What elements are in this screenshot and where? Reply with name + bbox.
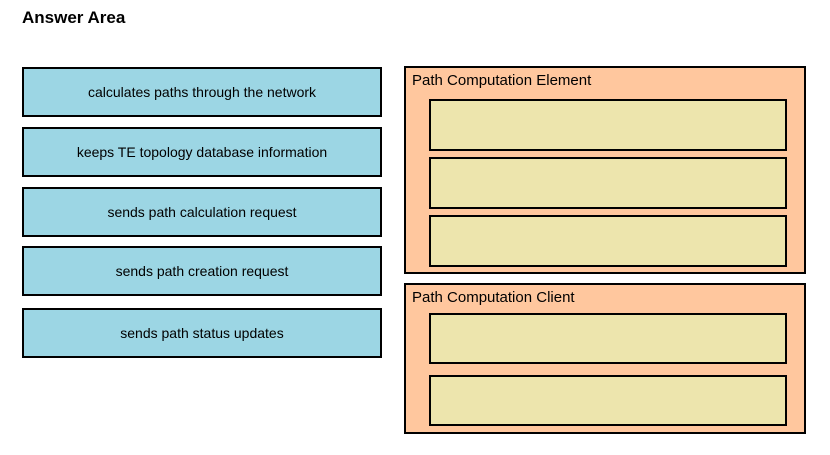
drag-option-label: sends path calculation request xyxy=(107,204,297,220)
drop-slot-pce-1[interactable] xyxy=(429,99,787,151)
drop-slot-pcc-1[interactable] xyxy=(429,313,787,364)
drag-option-sends-path-status-updates[interactable]: sends path status updates xyxy=(22,308,382,358)
drag-option-sends-path-calculation-request[interactable]: sends path calculation request xyxy=(22,187,382,237)
drag-option-label: calculates paths through the network xyxy=(87,84,317,100)
drop-slot-pcc-2[interactable] xyxy=(429,375,787,426)
drop-slot-pce-3[interactable] xyxy=(429,215,787,267)
drag-option-sends-path-creation-request[interactable]: sends path creation request xyxy=(22,246,382,296)
drop-group-path-computation-element: Path Computation Element xyxy=(404,66,806,274)
drag-option-keeps-te-topology[interactable]: keeps TE topology database information xyxy=(22,127,382,177)
drag-option-label: sends path creation request xyxy=(115,263,289,279)
drag-option-label: sends path status updates xyxy=(120,325,284,341)
drop-group-title: Path Computation Client xyxy=(412,289,575,306)
drag-option-label: keeps TE topology database information xyxy=(76,144,328,160)
drop-group-title: Path Computation Element xyxy=(412,72,592,89)
drop-group-path-computation-client: Path Computation Client xyxy=(404,283,806,434)
page-title: Answer Area xyxy=(22,8,126,27)
drag-option-calculates-paths[interactable]: calculates paths through the network xyxy=(22,67,382,117)
drop-slot-pce-2[interactable] xyxy=(429,157,787,209)
